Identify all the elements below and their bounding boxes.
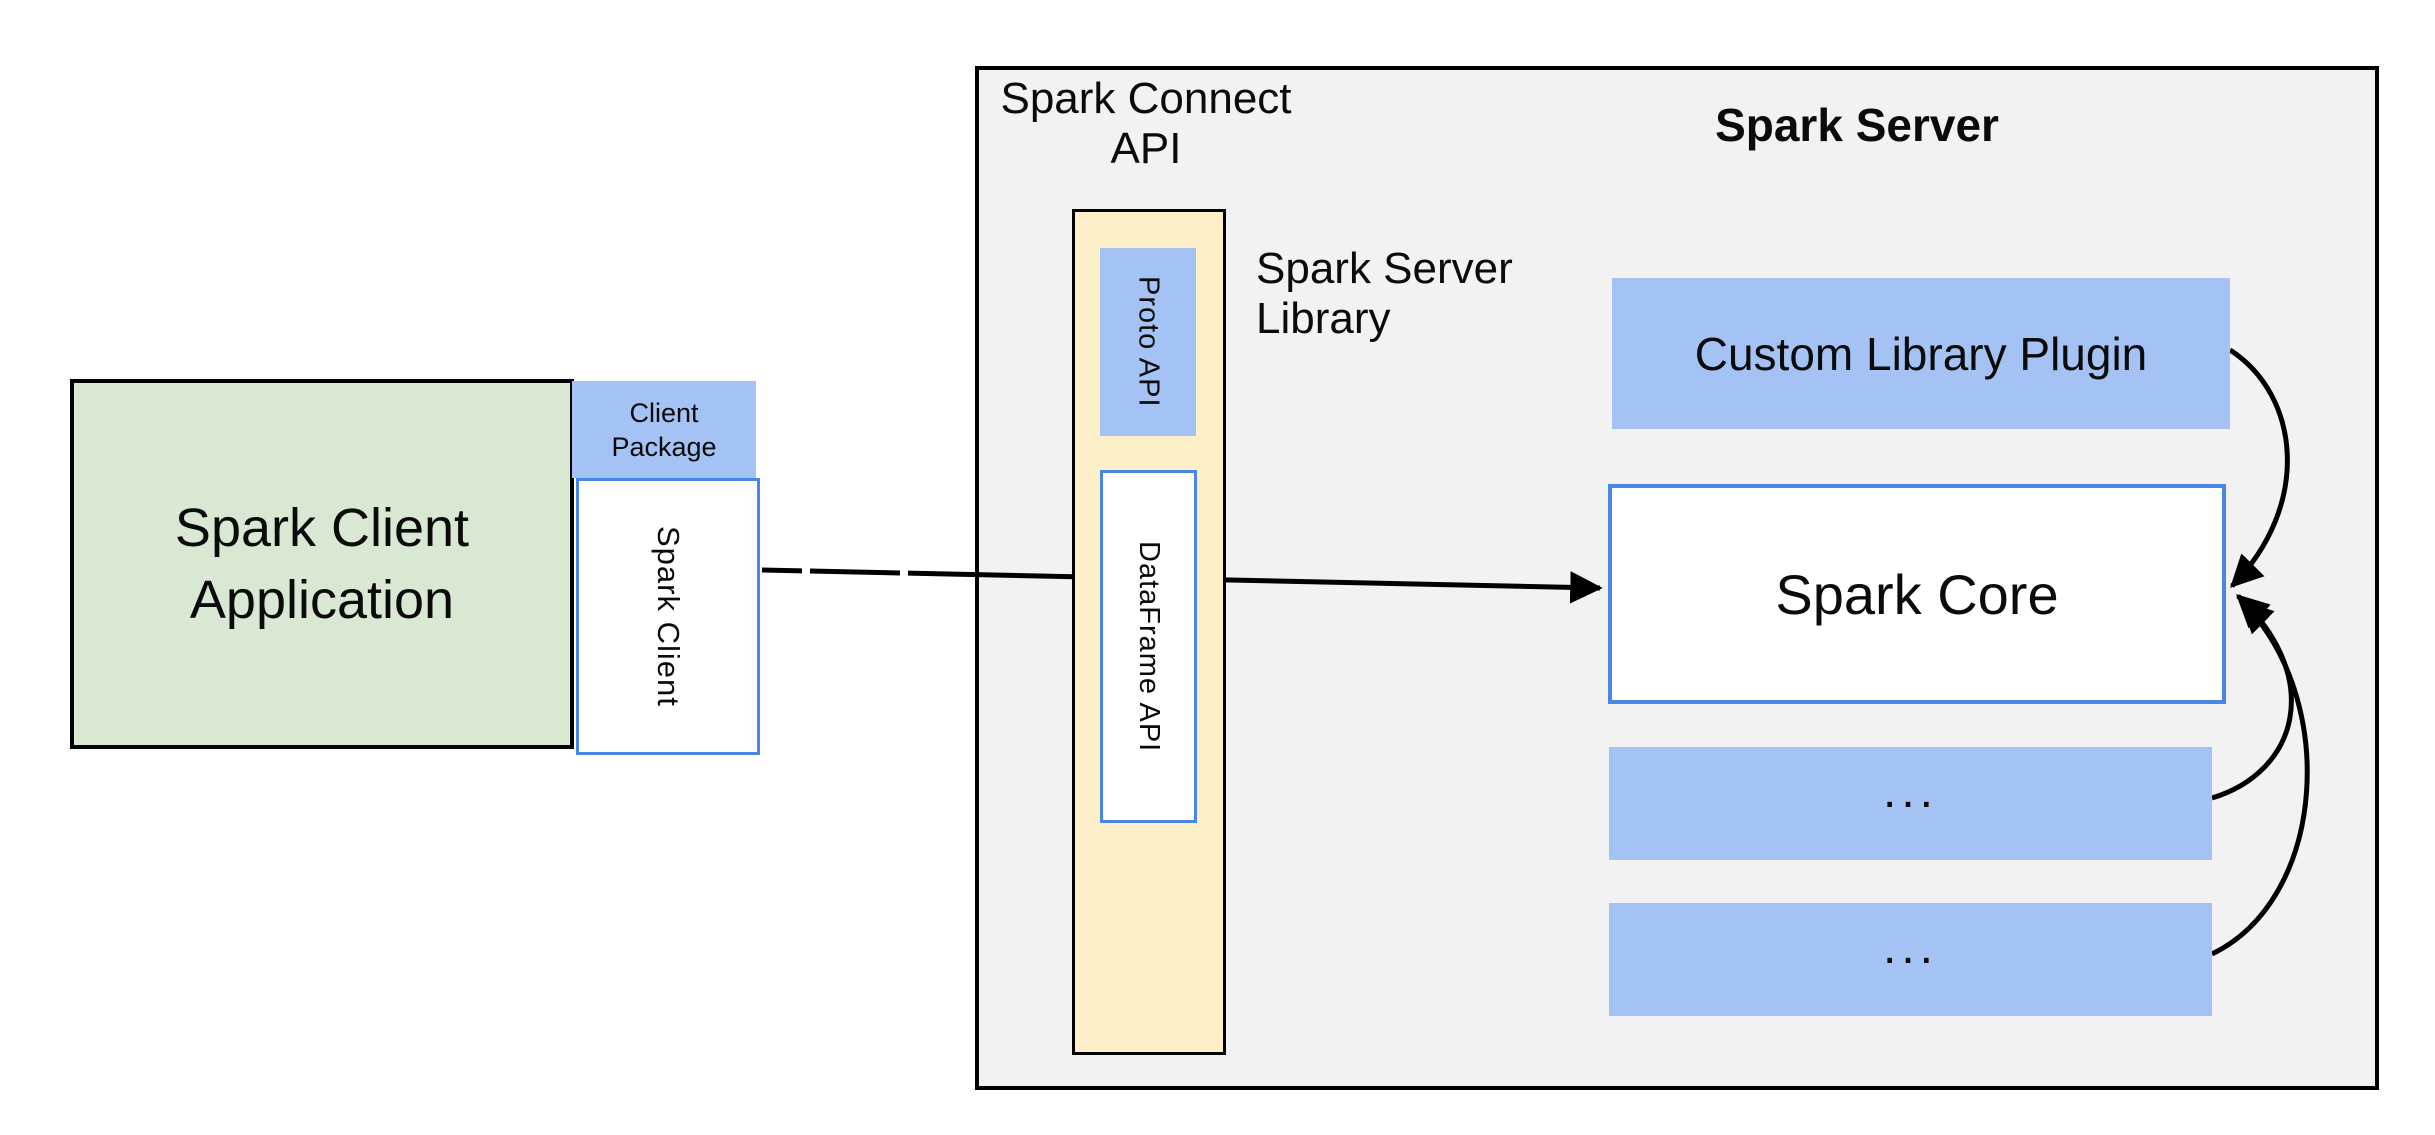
spark-client-box: Spark Client xyxy=(576,478,760,755)
spark-core-box: Spark Core xyxy=(1608,484,2226,704)
ellipsis-label-1: ... xyxy=(1882,765,1938,818)
spark-client-application-box: Spark Client Application xyxy=(70,379,574,749)
client-package-box: Client Package xyxy=(572,381,756,478)
spark-connect-api-label: Spark Connect API xyxy=(1000,74,1292,173)
more-libraries-box-2: ... xyxy=(1609,903,2212,1016)
spark-client-application-label: Spark Client Application xyxy=(174,498,470,630)
dataframe-api-label: DataFrame API xyxy=(1133,540,1165,753)
proto-api-box: Proto API xyxy=(1100,248,1196,436)
spark-core-label: Spark Core xyxy=(1775,562,2059,626)
ellipsis-label-2: ... xyxy=(1882,921,1938,974)
spark-client-label: Spark Client xyxy=(651,526,686,707)
spark-server-library-label: Spark Server Library xyxy=(1256,244,1513,343)
proto-api-label: Proto API xyxy=(1132,276,1165,408)
client-package-label: Client Package xyxy=(611,397,717,462)
spark-server-title: Spark Server xyxy=(1715,99,1999,151)
more-libraries-box-1: ... xyxy=(1609,747,2212,860)
dataframe-api-box: DataFrame API xyxy=(1100,470,1197,823)
custom-library-plugin-box: Custom Library Plugin xyxy=(1612,278,2230,429)
custom-library-plugin-label: Custom Library Plugin xyxy=(1694,327,2148,380)
